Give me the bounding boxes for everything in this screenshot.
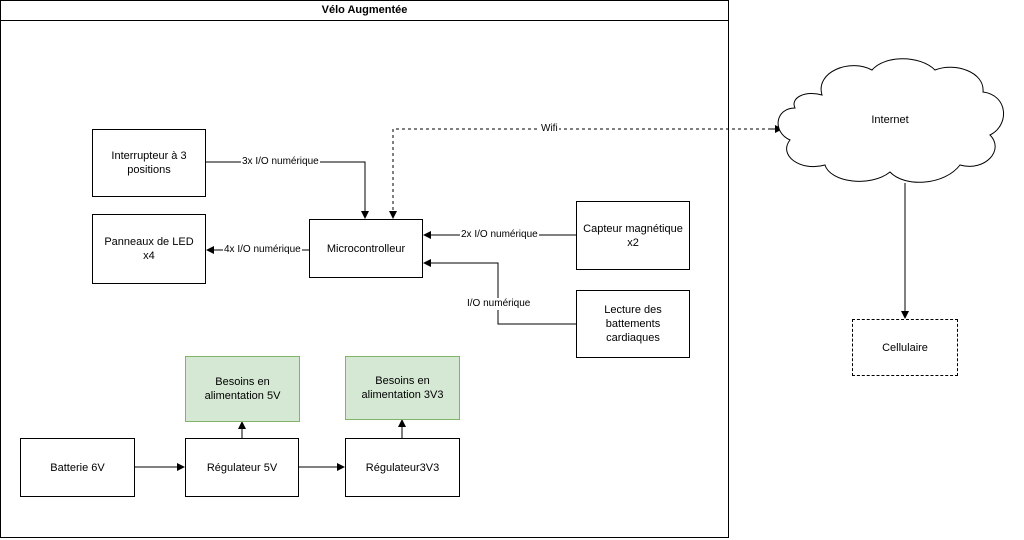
node-batterie-label: Batterie 6V <box>50 461 105 474</box>
node-interrupteur-label: Interrupteur à 3 positions <box>111 150 187 176</box>
label-wifi: Wifi <box>540 123 559 135</box>
node-lecture: Lecture des battements cardiaques <box>576 290 690 358</box>
node-regulateur-3v3: Régulateur3V3 <box>345 438 460 497</box>
node-internet-label: Internet <box>871 114 909 126</box>
label-capteur-micro: 2x I/O numérique <box>460 229 539 241</box>
node-batterie: Batterie 6V <box>20 438 135 497</box>
label-micro-panneaux: 4x I/O numérique <box>223 244 302 256</box>
label-lecture-micro: I/O numérique <box>466 298 532 310</box>
node-cellulaire: Cellulaire <box>852 319 958 376</box>
node-regulateur-5v-label: Régulateur 5V <box>206 461 278 474</box>
node-capteur-label: Capteur magnétique x2 <box>583 222 683 249</box>
diagram-title: Vélo Augmentée <box>0 0 729 21</box>
edge-interrupteur-micro <box>205 161 369 219</box>
edge-wifi <box>389 128 783 219</box>
node-capteur: Capteur magnétique x2 <box>576 201 690 270</box>
node-besoins-3v3: Besoins en alimentation 3V3 <box>345 356 460 420</box>
node-lecture-label: Lecture des battements cardiaques <box>604 304 662 344</box>
internet-cloud-shape <box>777 58 1005 183</box>
node-interrupteur: Interrupteur à 3 positions <box>92 129 206 197</box>
node-besoins-5v-label: Besoins en alimentation 5V <box>204 376 281 402</box>
edge-lecture-micro <box>423 259 576 325</box>
node-cellulaire-label: Cellulaire <box>882 341 928 354</box>
node-microcontrolleur: Microcontrolleur <box>309 219 423 278</box>
label-interrupteur-micro: 3x I/O numérique <box>241 156 320 168</box>
node-panneaux: Panneaux de LED x4 <box>92 214 206 284</box>
system-frame <box>0 0 729 538</box>
node-panneaux-label: Panneaux de LED x4 <box>104 236 194 262</box>
node-regulateur-5v: Régulateur 5V <box>185 438 299 497</box>
node-besoins-3v3-label: Besoins en alimentation 3V3 <box>361 375 444 401</box>
node-regulateur-3v3-label: Régulateur3V3 <box>365 461 440 474</box>
node-besoins-5v: Besoins en alimentation 5V <box>185 356 300 422</box>
node-microcontrolleur-label: Microcontrolleur <box>326 242 406 255</box>
